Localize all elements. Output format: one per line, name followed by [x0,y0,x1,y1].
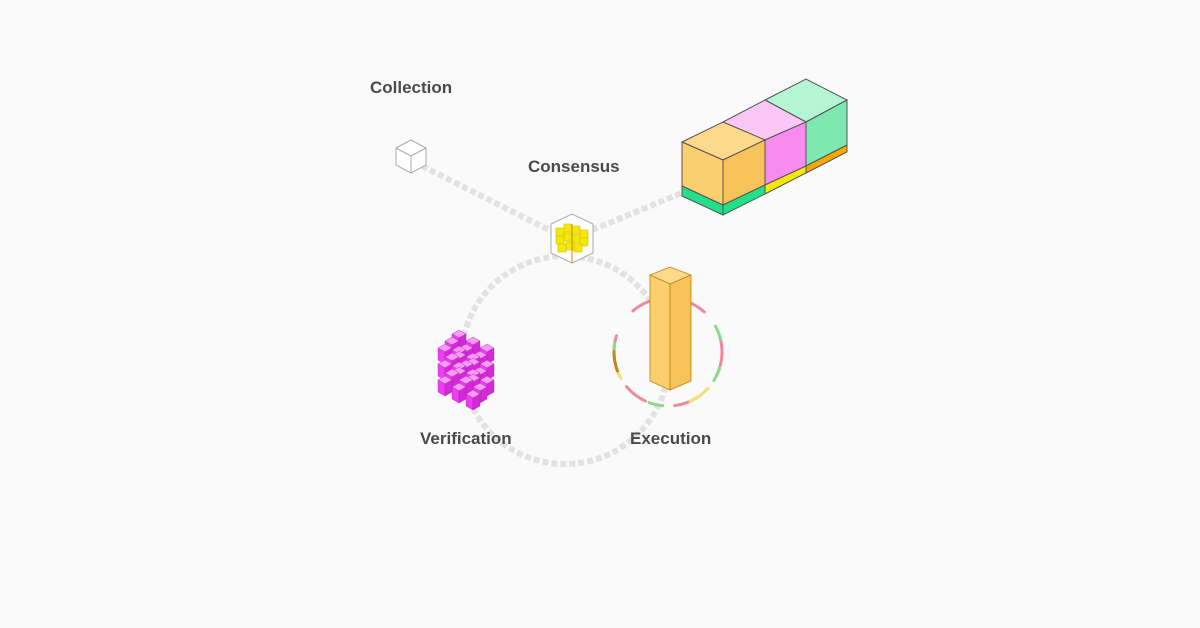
path-collection-consensus [420,163,557,236]
collection-cube-icon [395,139,427,174]
verification-label: Verification [420,429,512,448]
collection-label: Collection [370,78,453,97]
consensus-cube-icon [550,213,594,264]
mini-cube-face [472,393,481,411]
connection-paths [420,163,686,467]
consensus-label: Consensus [528,157,620,176]
block-chain-icon [680,78,849,216]
verification-cluster-icon [437,329,495,411]
execution-label: Execution [630,429,712,448]
execution-pillar-icon [648,266,693,391]
path-consensus-blocks [590,189,686,233]
